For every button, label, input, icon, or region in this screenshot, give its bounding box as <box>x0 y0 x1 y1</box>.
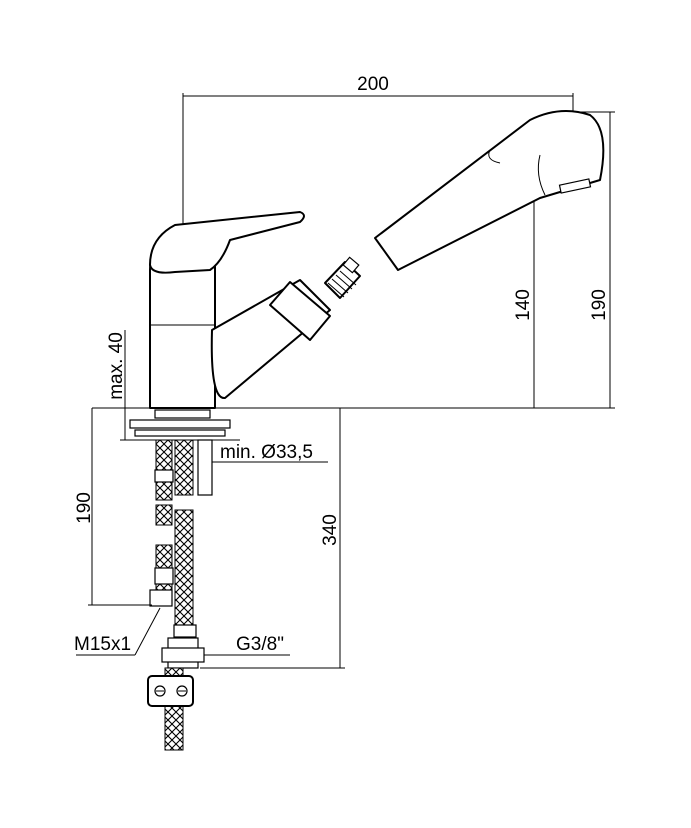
dimension-hose-long-label: 340 <box>320 514 341 546</box>
mounting-hardware: min. Ø33,5 <box>125 409 328 496</box>
dimension-hose-short-label: 190 <box>74 492 95 524</box>
thread-label-g38: G3/8" <box>161 634 290 669</box>
hose-right <box>173 439 197 638</box>
spout-hose <box>269 256 361 341</box>
supply-hose <box>147 667 194 751</box>
hole-diameter-label: min. Ø33,5 <box>220 442 313 463</box>
threaded-rod <box>197 439 213 496</box>
thread-label-m15: M15x1 <box>74 607 161 656</box>
hose-clamp <box>147 675 194 707</box>
lever-handle <box>149 211 305 274</box>
dimension-spout-height-label: 140 <box>513 289 534 321</box>
hose-left <box>149 439 174 607</box>
dimension-max-deck-label: max. 40 <box>106 332 127 400</box>
dimension-reach-label: 200 <box>357 74 389 95</box>
dimension-hose-short: 190 <box>74 408 152 606</box>
dimension-spout-height: 140 <box>513 170 535 408</box>
dimension-total-height-label: 190 <box>589 289 610 321</box>
thread-m15-label: M15x1 <box>74 634 131 655</box>
dimension-total-height: 190 <box>573 111 615 408</box>
faucet-body <box>149 211 331 409</box>
spray-head <box>374 110 605 271</box>
dimension-reach: 200 <box>182 74 574 228</box>
dimension-hose-long: 340 <box>200 408 345 669</box>
thread-g38-label: G3/8" <box>236 634 284 655</box>
